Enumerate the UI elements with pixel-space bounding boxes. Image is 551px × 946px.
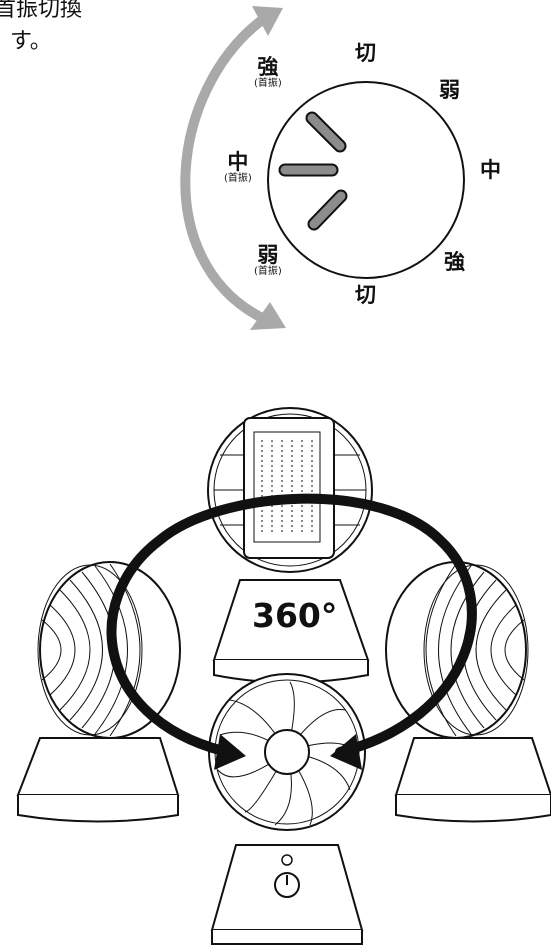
dial-face	[267, 81, 465, 279]
fan-hub	[264, 729, 310, 775]
rotation-arrow	[106, 493, 477, 770]
dial-label-left-medium: 中 (首振)	[224, 150, 252, 184]
oscillation-arrow	[180, 6, 286, 330]
rotation-arrow-head-left	[214, 734, 246, 770]
fan-front	[208, 673, 366, 945]
dial-label-strong: 強	[444, 250, 465, 274]
rotation-360-label: 360°	[252, 596, 338, 635]
dial-label-off-bottom: 切	[355, 283, 376, 307]
dial-label-medium: 中	[480, 158, 501, 182]
intro-line-2: す。	[10, 29, 52, 54]
dial-label-left-weak: 弱 (首振)	[254, 243, 282, 277]
arrow-head-bottom	[250, 302, 286, 330]
dial-label-left-strong: 強 (首振)	[254, 55, 282, 89]
fan-left	[16, 561, 181, 823]
rotation-arrow-head-right	[330, 734, 362, 770]
fan-right	[385, 561, 551, 823]
intro-text: 首振切換 す。	[0, 0, 82, 58]
fan-back	[207, 407, 373, 684]
speed-dial	[267, 81, 465, 279]
dial-label-off-top: 切	[355, 41, 376, 65]
arrow-head-top	[252, 6, 283, 36]
intro-line-1: 首振切換	[0, 0, 83, 22]
dial-label-weak: 弱	[439, 78, 460, 102]
